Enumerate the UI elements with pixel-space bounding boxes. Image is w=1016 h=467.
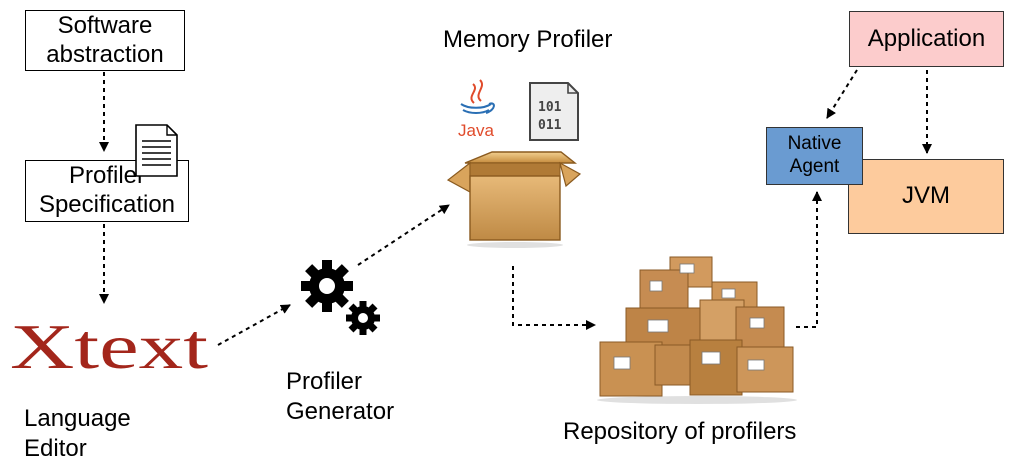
java-icon: Java (458, 79, 495, 140)
repository-of-profilers-label: Repository of profilers (563, 418, 797, 445)
application-label: Application (867, 24, 986, 52)
profiler-generator-label: Profiler Generator (286, 368, 395, 425)
jvm-box: JVM (848, 159, 1004, 234)
binary-file-line-1: 101 (538, 100, 562, 115)
application-box: Application (849, 11, 1004, 67)
java-icon-text: Java (458, 121, 494, 140)
arrow-repository-to-agent (796, 191, 822, 328)
xtext-logo: Xtext (10, 311, 208, 382)
cardboard-boxes-icon (597, 256, 797, 404)
memory-profiler-label: Memory Profiler (443, 26, 613, 53)
jvm-label: JVM (902, 182, 950, 210)
xtext-logo-text: Xtext (10, 311, 208, 382)
profiler-specification-label: Profiler Specification (38, 162, 176, 218)
binary-file-icon: 101 011 (529, 82, 579, 141)
binary-file-line-2: 011 (538, 118, 562, 133)
package-box-icon (446, 151, 582, 248)
software-abstraction-label: Software abstraction (46, 11, 164, 68)
arrow-application-to-agent (826, 69, 858, 119)
arrow-xtext-to-generator (217, 304, 291, 346)
arrows (99, 69, 932, 346)
software-abstraction-box: Software abstraction (25, 10, 185, 71)
arrow-profiler-to-repository (512, 266, 596, 330)
language-editor-label: Language Editor (24, 405, 131, 462)
arrow-generator-to-profiler (357, 204, 450, 266)
native-agent-label: Native Agent (787, 133, 842, 177)
native-agent-box: Native Agent (766, 127, 863, 185)
gears-icon (301, 260, 380, 335)
document-icon (135, 124, 178, 177)
